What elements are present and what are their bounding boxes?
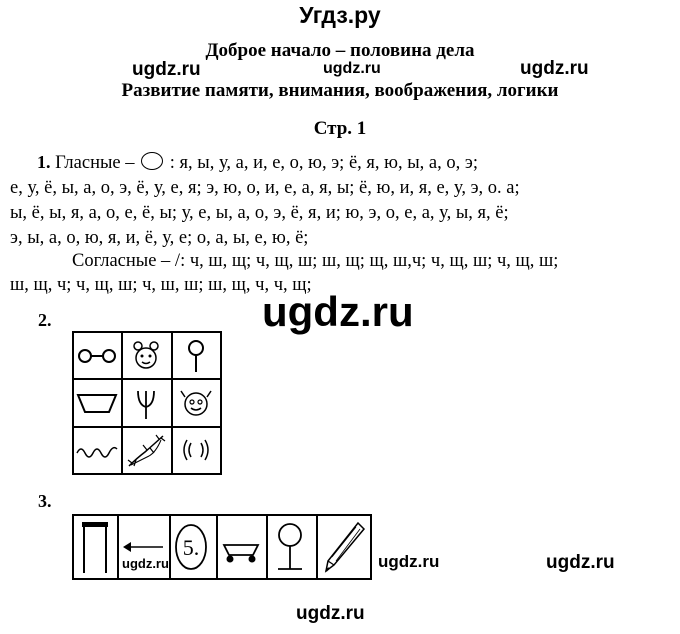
cart-icon	[216, 514, 269, 580]
dumbbell-icon	[71, 330, 124, 381]
consonants-line: Согласные – /: ч, ш, щ; ч, щ, ш; ш, щ; щ…	[72, 251, 559, 271]
bear-face-icon	[121, 330, 173, 381]
heading-proverb: Доброе начало – половина дела	[205, 40, 475, 61]
watermark: ugdz.ru	[132, 59, 201, 80]
wavy-line-icon	[71, 425, 124, 476]
watermark: ugdz.ru	[520, 58, 589, 79]
site-title[interactable]: Угдз.ру	[299, 2, 381, 28]
smiling-face-icon	[170, 378, 223, 428]
gate-icon	[71, 514, 120, 580]
vowels-line: ы, ё, ы, я, а, о, е, ё, ы; у, е, ы, а, о…	[10, 203, 509, 223]
arrow-left-icon	[117, 514, 171, 580]
circle-icon	[141, 152, 164, 170]
number-five-icon: 5.	[168, 514, 219, 580]
five-label: 5.	[182, 535, 199, 560]
vowels-sequence: : я, ы, у, а, и, е, о, ю, э; ё, я, ю, ы,…	[169, 153, 478, 173]
task3-number: 3.	[38, 491, 52, 511]
symbol-row: 5.	[71, 514, 373, 580]
vowels-label: Гласные –	[55, 153, 135, 173]
consonants-line: ш, щ, ч; ч, щ, ш; ч, ш, ш; ш, щ, ч, ч, щ…	[10, 275, 312, 295]
watermark: ugdz.ru	[262, 288, 414, 335]
task1-vowels-line: 1. Гласные – : я, ы, у, а, и, е, о, ю, э…	[37, 152, 478, 174]
page-number: Стр. 1	[313, 118, 367, 139]
watermark: ugdz.ru	[378, 552, 440, 571]
circle-on-stick-icon	[170, 330, 223, 381]
watermark: ugdz.ru	[296, 603, 365, 624]
pencil-icon	[315, 514, 373, 580]
vowels-line: е, у, ё, ы, а, о, э, ё, у, е, я; э, ю, о…	[10, 178, 520, 198]
trapezoid-icon	[71, 378, 124, 428]
heading-subtitle: Развитие памяти, внимания, воображения, …	[121, 80, 559, 101]
mirror-stand-icon	[266, 514, 318, 580]
symbol-grid	[71, 330, 223, 476]
watermark: ugdz.ru	[323, 60, 381, 77]
lizard-icon	[121, 425, 173, 476]
watermark: ugdz.ru	[546, 552, 615, 573]
watermark: ugdz.ru	[122, 556, 169, 571]
task1-number: 1.	[37, 152, 51, 172]
sound-waves-icon	[170, 425, 223, 476]
fork-icon	[121, 378, 173, 428]
vowels-line: э, ы, а, о, ю, я, и, ё, у, е; о, а, ы, е…	[10, 228, 309, 248]
task2-number: 2.	[38, 310, 52, 330]
